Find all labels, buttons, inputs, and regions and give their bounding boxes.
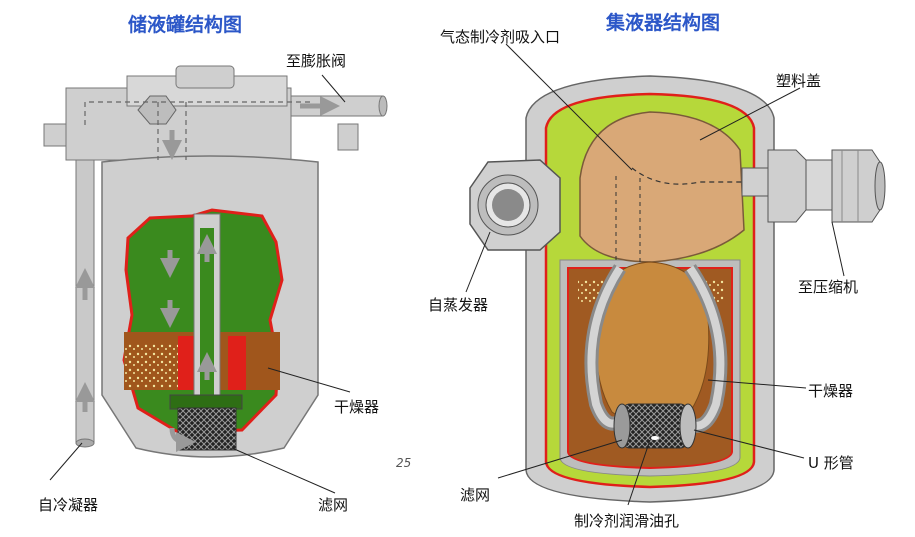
label-oil-hole: 制冷剂润滑油孔 (574, 512, 680, 530)
label-right-dryer: 干燥器 (808, 382, 854, 400)
label-left-dryer: 干燥器 (334, 398, 380, 416)
top-cap (175, 65, 235, 89)
label-to-expansion-valve: 至膨胀阀 (286, 52, 347, 70)
plastic-cap (579, 111, 745, 263)
page-marker: 25 (396, 456, 412, 470)
label-u-tube: U 形管 (808, 454, 854, 472)
accumulator-filter (621, 403, 689, 449)
label-from-evaporator: 自蒸发器 (428, 296, 489, 314)
accumulator-title: 集液器结构图 (606, 12, 721, 34)
label-gas-inlet: 气态制冷剂吸入口 (440, 28, 561, 46)
label-from-condenser: 自冷凝器 (38, 496, 99, 514)
hex-nut (137, 95, 177, 125)
accumulator-diagram (465, 43, 886, 506)
receiver-drier-diagram (43, 65, 388, 494)
receiver-drier-title: 储液罐结构图 (128, 14, 243, 36)
label-plastic-cap: 塑料盖 (776, 72, 822, 90)
label-left-filter: 滤网 (318, 496, 349, 514)
label-right-filter: 滤网 (460, 486, 491, 504)
evaporator-inlet-fitting (469, 159, 561, 251)
label-to-compressor: 至压缩机 (798, 278, 859, 296)
filter-screen (177, 407, 237, 451)
compressor-outlet-fitting (741, 149, 886, 223)
